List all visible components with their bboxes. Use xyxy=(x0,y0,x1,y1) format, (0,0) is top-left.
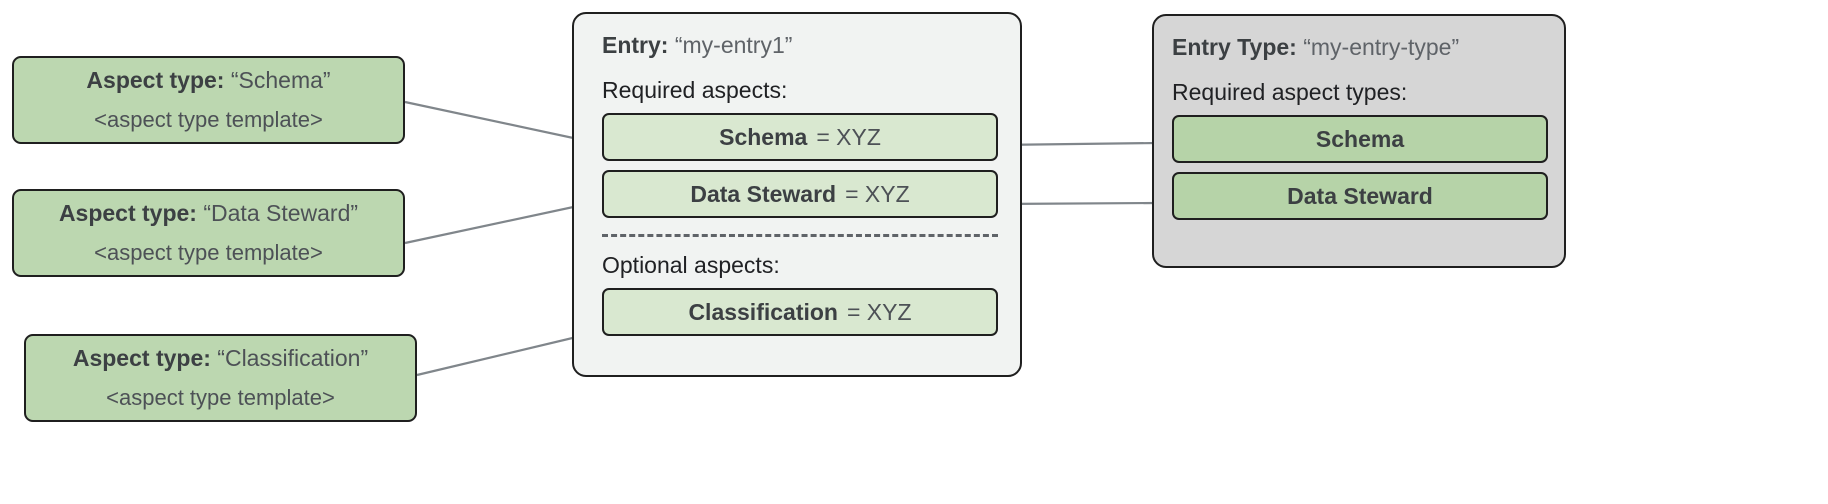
aspect-type-title: Aspect type: “Classification” xyxy=(73,343,368,373)
aspect-type-template: <aspect type template> xyxy=(106,385,335,410)
aspect-type-title: Aspect type: “Data Steward” xyxy=(59,198,358,228)
optional-aspects-label: Optional aspects: xyxy=(602,252,780,278)
aspect-type-chip-name: Data Steward xyxy=(1287,182,1433,209)
aspect-chip-value: = XYZ xyxy=(845,180,910,207)
entry-type-panel[interactable]: Entry Type: “my-entry-type” Required asp… xyxy=(1152,14,1566,268)
entry-type-label: Entry Type: xyxy=(1172,34,1297,60)
aspect-type-title: Aspect type: “Schema” xyxy=(86,65,330,95)
aspect-chip-data-steward[interactable]: Data Steward = XYZ xyxy=(602,170,998,218)
required-aspect-types-label: Required aspect types: xyxy=(1172,79,1408,105)
entry-label: Entry: xyxy=(602,32,669,58)
required-aspect-types-list: Schema Data Steward xyxy=(1172,115,1548,220)
required-optional-divider xyxy=(602,234,998,237)
required-aspects-label: Required aspects: xyxy=(602,77,788,103)
aspect-type-template: <aspect type template> xyxy=(94,107,323,132)
aspect-type-label: Aspect type: xyxy=(58,200,197,226)
aspect-type-card-schema[interactable]: Aspect type: “Schema” <aspect type templ… xyxy=(12,56,405,144)
aspect-chip-value: = XYZ xyxy=(816,123,881,150)
aspect-type-chip-name: Schema xyxy=(1315,125,1405,152)
entry-type-panel-title: Entry Type: “my-entry-type” xyxy=(1172,32,1548,62)
aspect-type-chip-schema[interactable]: Schema xyxy=(1172,115,1548,163)
aspect-type-card-data-steward[interactable]: Aspect type: “Data Steward” <aspect type… xyxy=(12,189,405,277)
aspect-chip-name: Data Steward xyxy=(690,180,837,207)
aspect-chip-name: Classification xyxy=(688,298,838,325)
aspect-chip-value: = XYZ xyxy=(846,298,912,325)
aspect-type-label: Aspect type: xyxy=(72,345,211,371)
aspect-type-name: “Schema” xyxy=(230,67,331,93)
aspect-type-card-classification[interactable]: Aspect type: “Classification” <aspect ty… xyxy=(24,334,417,422)
entry-name: “my-entry1” xyxy=(674,32,793,58)
entry-panel[interactable]: Entry: “my-entry1” Required aspects: Sch… xyxy=(572,12,1022,377)
aspect-chip-classification[interactable]: Classification = XYZ xyxy=(602,288,998,336)
optional-aspects-list: Classification = XYZ xyxy=(602,288,998,336)
aspect-type-label: Aspect type: xyxy=(86,67,225,93)
aspect-type-chip-data-steward[interactable]: Data Steward xyxy=(1172,172,1548,220)
aspect-type-name: “Data Steward” xyxy=(203,200,359,226)
required-aspects-list: Schema = XYZ Data Steward = XYZ xyxy=(602,113,998,218)
entry-panel-title: Entry: “my-entry1” xyxy=(602,30,998,60)
entry-type-name: “my-entry-type” xyxy=(1303,34,1460,60)
aspect-chip-schema[interactable]: Schema = XYZ xyxy=(602,113,998,161)
aspect-type-template: <aspect type template> xyxy=(94,240,323,265)
aspect-chip-name: Schema xyxy=(719,123,808,150)
aspect-type-name: “Classification” xyxy=(217,345,369,371)
